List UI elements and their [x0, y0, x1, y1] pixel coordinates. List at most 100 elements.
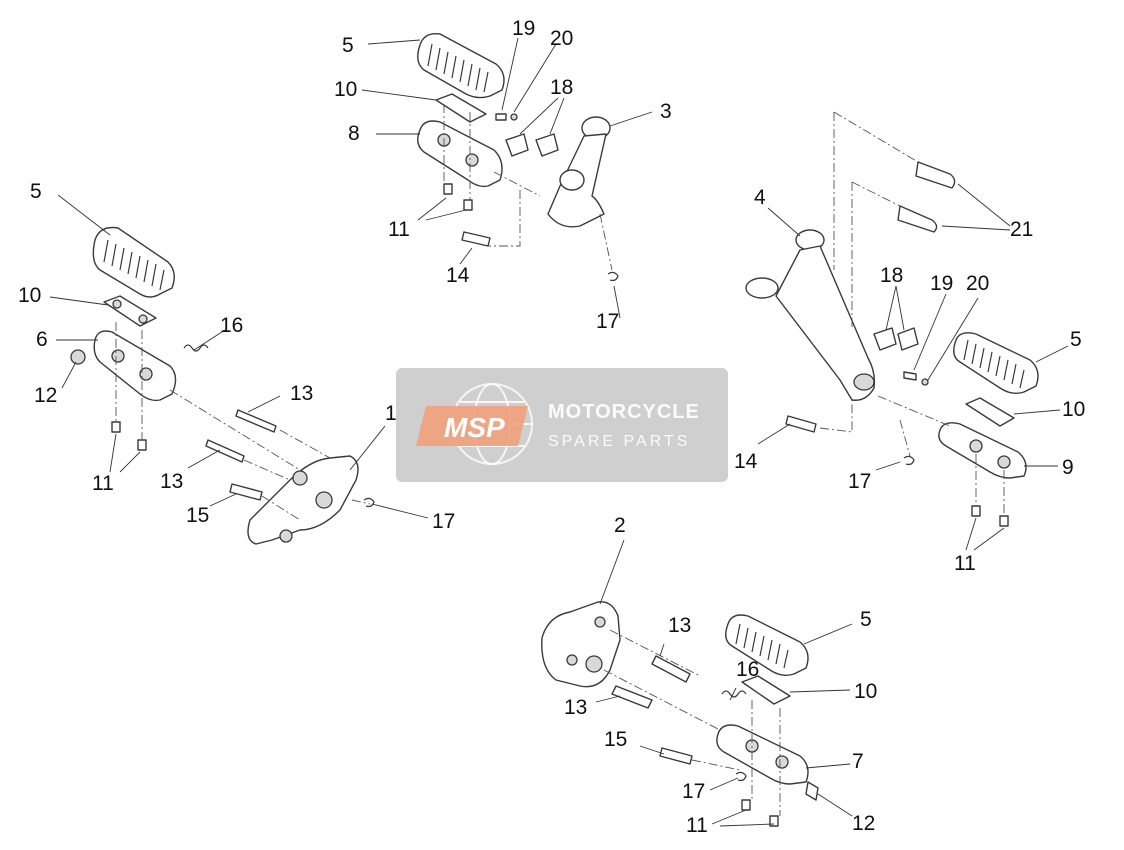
top-ball	[510, 113, 518, 121]
right-screw-a	[971, 505, 981, 517]
callout-right-5: 5	[1070, 328, 1082, 351]
right-body-boss-b	[997, 455, 1011, 469]
top-pad-b	[535, 133, 559, 157]
right-bolt-b	[897, 205, 938, 233]
callout-top-8: 8	[348, 122, 360, 145]
callout-top-18: 18	[550, 76, 573, 99]
bottom-pin	[659, 747, 693, 765]
callout-top-11: 11	[388, 218, 410, 241]
bottom-bracket-hole-c	[566, 654, 578, 666]
bottom-body-boss-b	[775, 755, 789, 769]
left-bracket	[247, 455, 359, 545]
callout-left-1: 1	[385, 402, 397, 425]
top-footrest-assembly: 5 19 20 10 18 3 8 11 14 17	[334, 17, 672, 333]
right-rubber-plate	[965, 397, 1015, 427]
callout-right-10: 10	[1062, 398, 1085, 421]
top-clip	[607, 271, 619, 282]
bottom-bracket-hole-a	[594, 616, 606, 628]
left-body-boss-b	[139, 367, 153, 381]
bottom-clip	[735, 771, 747, 782]
callout-left-5: 5	[30, 180, 42, 203]
left-footpeg-rubber	[92, 226, 175, 298]
callout-left-13b: 13	[160, 470, 183, 493]
left-bracket-hole-a	[292, 470, 308, 486]
callout-bottom-10: 10	[854, 680, 877, 703]
left-screw-a	[111, 421, 121, 433]
callout-top-5: 5	[342, 34, 354, 57]
watermark-logo-text: MSP	[444, 412, 505, 443]
callout-right-18: 18	[880, 264, 903, 287]
callout-right-19: 19	[930, 272, 953, 295]
bottom-spring	[721, 690, 747, 698]
right-clip	[903, 455, 915, 466]
top-footpeg-rubber	[417, 33, 505, 99]
callout-bottom-11: 11	[686, 814, 708, 837]
top-gear-lever	[547, 116, 611, 228]
callout-left-16: 16	[220, 314, 243, 337]
callout-top-20: 20	[550, 27, 573, 50]
top-rubber-plate	[435, 93, 487, 123]
callout-bottom-13a: 13	[668, 614, 691, 637]
callout-left-6: 6	[36, 328, 48, 351]
left-nut	[70, 349, 86, 365]
callout-left-15: 15	[186, 504, 209, 527]
bottom-bolt-a	[651, 655, 691, 683]
callout-bottom-7: 7	[852, 750, 864, 773]
left-bracket-hole-c	[279, 529, 293, 543]
callout-left-12: 12	[34, 384, 57, 407]
callout-left-17: 17	[432, 510, 455, 533]
top-body-boss-b	[465, 153, 479, 167]
top-footrest-body	[417, 120, 503, 188]
left-footrest-body	[93, 330, 177, 402]
callout-bottom-12: 12	[852, 812, 875, 835]
bottom-footrest-body	[716, 724, 809, 785]
callout-top-10: 10	[334, 78, 357, 101]
callout-bottom-15: 15	[604, 728, 627, 751]
callout-bottom-16: 16	[736, 658, 759, 681]
top-pad-a	[505, 133, 529, 157]
top-spring	[495, 113, 507, 121]
left-plate-hole-b	[138, 314, 148, 324]
right-footrest-body	[938, 422, 1027, 479]
callout-bottom-2: 2	[614, 514, 626, 537]
callout-right-4: 4	[754, 186, 766, 209]
callout-right-11: 11	[954, 552, 976, 575]
right-spring	[903, 371, 917, 381]
watermark-subtitle: SPARE PARTS	[548, 433, 690, 450]
right-body-boss-a	[969, 439, 983, 453]
top-pin	[461, 231, 491, 247]
callout-bottom-5: 5	[860, 608, 872, 631]
left-bracket-hole-b	[315, 491, 333, 509]
watermark-brand: MOTORCYCLE	[548, 401, 700, 423]
callout-top-17: 17	[596, 310, 619, 333]
callout-right-14: 14	[734, 450, 758, 473]
callout-top-3: 3	[660, 100, 672, 123]
bottom-bracket	[541, 601, 621, 688]
left-bolt-a	[235, 409, 277, 433]
callout-right-17: 17	[848, 470, 871, 493]
callout-left-11: 11	[92, 472, 114, 495]
left-screw-b	[137, 439, 147, 451]
bottom-footrest-assembly: 2 13 5 16 10 13 15 7 17 11 12	[541, 514, 877, 837]
left-spring	[183, 344, 209, 352]
watermark: MSP MOTORCYCLE SPARE PARTS	[396, 368, 728, 482]
callout-right-21: 21	[1010, 218, 1033, 241]
right-footpeg-rubber	[953, 332, 1039, 395]
left-pin	[229, 483, 263, 501]
left-rubber-plate	[103, 295, 157, 327]
right-pin	[785, 415, 817, 433]
right-bolt-a	[915, 161, 956, 189]
left-body-boss-a	[111, 349, 125, 363]
right-pad-a	[873, 327, 897, 351]
top-screw-b	[463, 199, 473, 211]
callout-left-13a: 13	[290, 382, 313, 405]
callout-bottom-13b: 13	[564, 696, 587, 719]
right-screw-b	[999, 515, 1009, 527]
right-ball	[921, 378, 929, 386]
bottom-footpeg-rubber	[725, 614, 809, 677]
right-footrest-assembly: 4 21 18 19 20 5 10 9 14 17 11	[734, 111, 1085, 575]
bottom-screw-a	[741, 799, 751, 811]
right-brake-lever	[745, 229, 876, 401]
left-clip	[363, 497, 375, 508]
